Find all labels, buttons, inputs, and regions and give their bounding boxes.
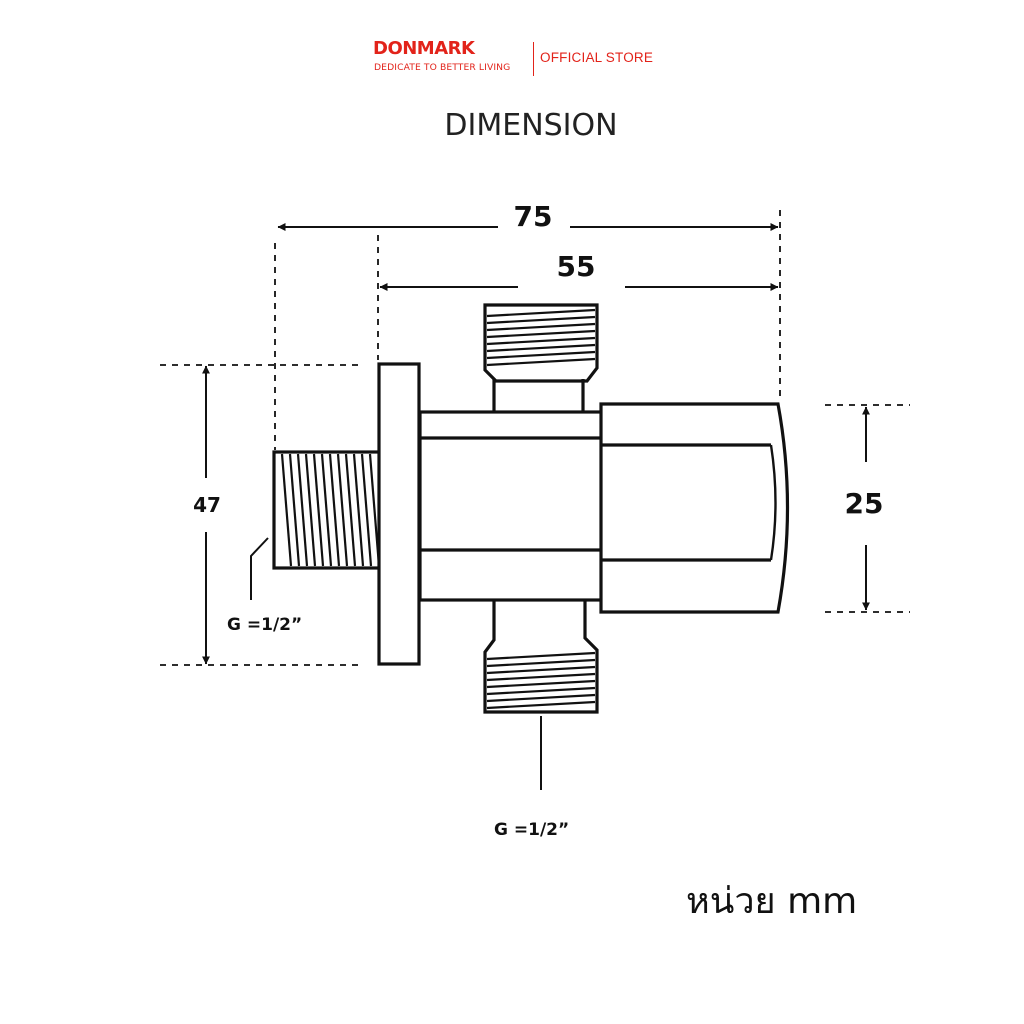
unit-label: หน่วย mm xyxy=(686,881,858,922)
thread-line xyxy=(486,686,596,696)
thread-label-left: G =1/2” xyxy=(227,615,302,635)
flange xyxy=(377,362,421,666)
thread-line xyxy=(304,453,317,567)
leader-lines xyxy=(250,537,542,790)
thread-line xyxy=(486,693,596,703)
page-title: DIMENSION xyxy=(444,108,618,143)
thread-line xyxy=(486,336,596,346)
top-thread xyxy=(483,303,599,383)
thread-label-bottom: G =1/2” xyxy=(494,820,569,840)
thread-line xyxy=(486,679,596,689)
thread-line xyxy=(312,453,325,567)
thread-line xyxy=(486,658,596,668)
dimension-lines xyxy=(202,223,870,665)
thread-line xyxy=(336,453,349,567)
top-thread-lines xyxy=(486,308,596,367)
thread-line xyxy=(486,343,596,353)
extension-lines xyxy=(160,210,910,666)
thread-line xyxy=(368,453,381,567)
body-band-lines xyxy=(420,436,602,552)
brand-logo: DONMARK xyxy=(373,38,475,59)
thread-line xyxy=(486,322,596,332)
bottom-thread-lines xyxy=(486,651,596,710)
thread-line xyxy=(486,651,596,661)
thread-line xyxy=(328,453,341,567)
thread-line xyxy=(288,453,301,567)
central-body xyxy=(418,410,604,602)
dim-47-label: 47 xyxy=(193,493,221,517)
thread-line xyxy=(280,453,293,567)
thread-line xyxy=(486,308,596,318)
header-divider xyxy=(533,42,534,76)
thread-line xyxy=(352,453,365,567)
thread-line xyxy=(486,315,596,325)
thread-line xyxy=(486,357,596,367)
thread-line xyxy=(486,672,596,682)
left-thread-lines xyxy=(280,453,381,567)
thread-line xyxy=(486,700,596,710)
thread-line xyxy=(320,453,333,567)
brand-tagline: DEDICATE TO BETTER LIVING xyxy=(374,62,511,73)
thread-line xyxy=(486,665,596,675)
thread-line xyxy=(486,329,596,339)
valve-body xyxy=(272,303,790,714)
dim-55-label: 55 xyxy=(557,250,596,283)
dim-75-label: 75 xyxy=(514,200,553,233)
official-store-label: OFFICIAL STORE xyxy=(540,50,654,65)
handle-curve xyxy=(769,444,777,561)
handle xyxy=(599,402,790,614)
dim-25-label: 25 xyxy=(845,487,884,520)
leader-left-thread xyxy=(250,537,269,600)
thread-line xyxy=(360,453,373,567)
thread-line xyxy=(486,350,596,360)
thread-line xyxy=(344,453,357,567)
thread-line xyxy=(296,453,309,567)
handle-band-lines xyxy=(601,443,771,562)
top-neck xyxy=(492,379,585,411)
